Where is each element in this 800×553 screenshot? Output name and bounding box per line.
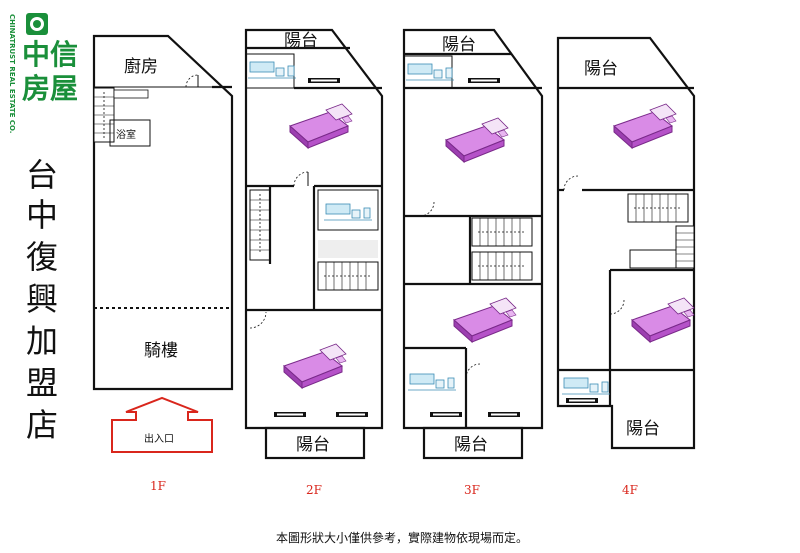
- floor-plan-4f: 陽台 陽台 4F: [556, 36, 696, 497]
- title-char: 台: [26, 156, 58, 194]
- balcony-label-top: 陽台: [584, 59, 618, 79]
- balcony-label-top: 陽台: [284, 31, 318, 51]
- bathroom-fixtures-icon: [247, 61, 297, 79]
- floor-label-1f: 1F: [150, 479, 166, 493]
- floor-plan-2f: 陽台 陽台 2F: [244, 28, 384, 497]
- bed-icon: [631, 297, 695, 343]
- footer-disclaimer: 本圖形狀大小僅供參考，實際建物依現場而定。: [276, 530, 528, 545]
- bed-icon: [453, 297, 517, 343]
- bathroom-fixtures-icon: [405, 63, 455, 81]
- logo-emblem-icon: [26, 13, 48, 35]
- room-label-kitchen: 廚房: [124, 56, 158, 77]
- stairs-icon: [471, 251, 533, 281]
- stairs-icon: [93, 87, 115, 143]
- logo-name-bottom: 房屋: [22, 72, 78, 105]
- stairs-icon: [317, 261, 379, 291]
- store-title: 台 中 復 興 加 盟 店: [26, 156, 58, 444]
- balcony-label-bottom: 陽台: [626, 419, 660, 439]
- title-char: 中: [26, 196, 58, 234]
- logo-name-top: 中信: [22, 38, 78, 71]
- title-char: 復: [26, 238, 58, 276]
- floor-label-2f: 2F: [306, 483, 322, 497]
- floor-plan-1f: 浴室 廚房 騎樓 出入口 1F: [92, 34, 234, 493]
- bed-icon: [289, 103, 353, 149]
- floor-label-4f: 4F: [622, 483, 638, 497]
- title-char: 店: [26, 406, 58, 444]
- stairs-icon: [471, 217, 533, 247]
- room-label-bathroom: 浴室: [116, 128, 136, 141]
- title-char: 盟: [26, 364, 58, 402]
- bed-icon: [445, 117, 509, 163]
- floor-label-3f: 3F: [464, 483, 480, 497]
- stairs-icon: [249, 189, 271, 261]
- entrance-arrow-icon: [111, 396, 213, 453]
- entrance-label: 出入口: [144, 432, 174, 445]
- logo-english: CHINATRUST REAL ESTATE CO.: [8, 14, 16, 133]
- bathroom-fixtures-icon: [323, 203, 373, 221]
- stairs-icon: [627, 193, 689, 223]
- room-label-arcade: 騎樓: [144, 341, 178, 361]
- floor-plan-3f: 陽台 陽台 3F: [402, 28, 544, 497]
- title-char: 加: [26, 322, 58, 360]
- bathroom-fixtures-icon: [561, 377, 611, 395]
- stairs-icon: [675, 225, 695, 269]
- balcony-label-bottom: 陽台: [296, 435, 330, 455]
- bed-icon: [613, 103, 677, 149]
- balcony-label-top: 陽台: [442, 35, 476, 55]
- bathroom-fixtures-icon: [407, 373, 457, 391]
- bed-icon: [283, 343, 347, 389]
- brand-logo: 中信 房屋 CHINATRUST REAL ESTATE CO.: [8, 13, 78, 133]
- balcony-label-bottom: 陽台: [454, 435, 488, 455]
- title-char: 興: [26, 280, 58, 318]
